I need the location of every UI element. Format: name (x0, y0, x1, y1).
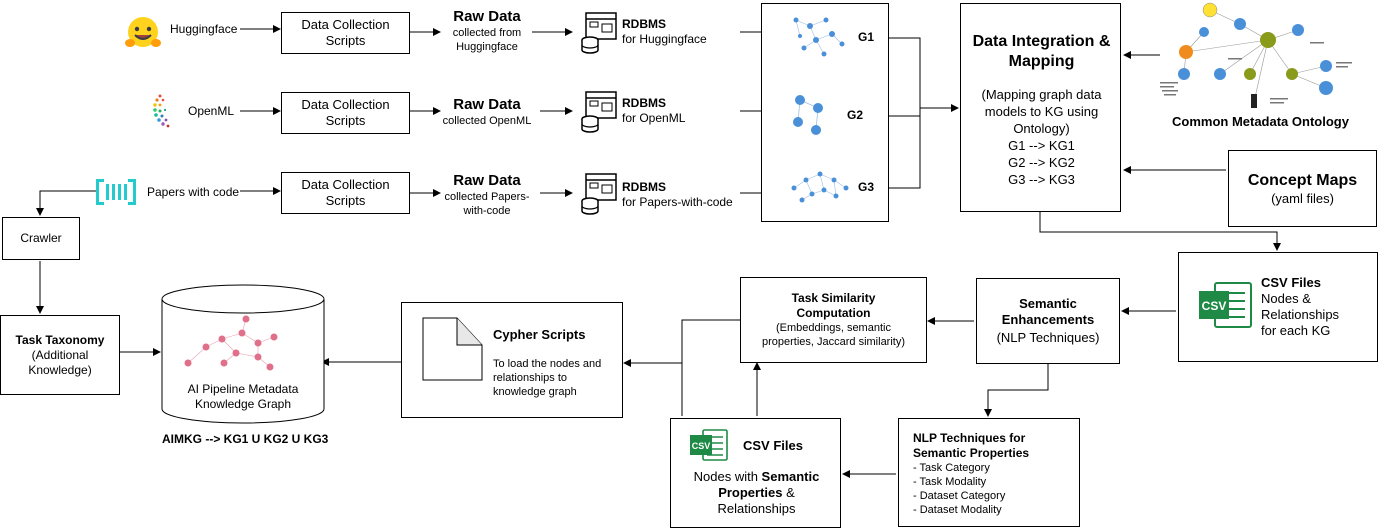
data-collection-scripts-2: Data Collection Scripts (281, 92, 410, 134)
csv-semantic-title: CSV Files (743, 438, 803, 453)
line-similarity-out (681, 319, 740, 416)
knowledge-graph-label: AI Pipeline Metadata Knowledge Graph (187, 382, 299, 411)
graphs-container (761, 3, 889, 222)
data-collection-scripts-3: Data Collection Scripts (281, 172, 410, 214)
cypher-scripts-box: Cypher Scripts To load the nodes and rel… (401, 302, 623, 418)
csv-semantic-box: CSV CSV Files Nodes with Semantic Proper… (670, 418, 841, 528)
concept-maps-box: Concept Maps (yaml files) (1228, 150, 1377, 227)
cypher-desc: To load the nodes and relationships to k… (493, 358, 602, 398)
line-g3-merge (880, 108, 921, 189)
graph-label-g1: G1 (858, 30, 875, 44)
graph-label-g3: G3 (858, 180, 875, 194)
rdbms-label-3: RDBMS for Papers-with-code (622, 180, 733, 209)
data-integration-details: (Mapping graph data models to KG using O… (981, 87, 1102, 187)
raw-data-3: Raw Data collected Papers- with-code (444, 172, 530, 217)
arrow-semantic-to-nlp (984, 364, 1049, 417)
source-label-openml: OpenML (188, 104, 235, 118)
aimkg-caption: AIMKG --> KG1 U KG2 U KG3 (162, 432, 329, 446)
source-label-pwc: Papers with code (147, 185, 240, 199)
task-similarity-box: Task Similarity Computation (Embeddings,… (740, 277, 927, 363)
raw-data-1: Raw Data collected from Huggingface (452, 8, 522, 53)
data-collection-scripts-1: Data Collection Scripts (281, 12, 410, 54)
raw-data-2: Raw Data collected OpenML (442, 96, 532, 127)
csv-files-text: CSV Files Nodes & Relationships for each… (1261, 275, 1340, 338)
svg-text:CSV: CSV (692, 441, 711, 451)
graph-g3-image (791, 171, 849, 203)
arrow-pwc-to-crawler (36, 190, 96, 216)
knowledge-graph-cylinder (161, 284, 325, 424)
csv-semantic-text: Nodes with Semantic Properties & Relatio… (693, 469, 820, 516)
graph-g2-image (793, 95, 823, 135)
papers-with-code-icon (96, 179, 136, 205)
svg-text:CSV: CSV (1202, 299, 1227, 313)
data-integration-title: Data Integration & Mapping (972, 33, 1111, 70)
rdbms-label-1: RDBMS for Huggingface (622, 17, 707, 46)
cypher-title: Cypher Scripts (493, 327, 586, 342)
data-integration-box: Data Integration & Mapping (Mapping grap… (960, 3, 1121, 212)
csv-semantic-icon: CSV (690, 429, 728, 461)
ontology-image (1160, 2, 1352, 108)
openml-icon (153, 94, 170, 128)
csv-files-box: CSV CSV Files Nodes & Relationships for … (1178, 252, 1378, 362)
rdbms-icon-1 (581, 12, 617, 54)
ontology-label: Common Metadata Ontology (1172, 114, 1349, 129)
nlp-techniques-box: NLP Techniques for Semantic Properties -… (898, 418, 1080, 527)
source-label-huggingface: Huggingface (170, 22, 238, 36)
csv-file-icon: CSV (1199, 282, 1252, 328)
document-icon (422, 317, 483, 381)
rdbms-icon-3 (581, 173, 617, 215)
task-taxonomy-box: Task Taxonomy (Additional Knowledge) (0, 315, 120, 395)
arrow-integration-to-csv (1039, 212, 1281, 251)
huggingface-icon (125, 17, 161, 47)
crawler-box: Crawler (2, 217, 80, 260)
rdbms-icon-2 (581, 91, 617, 133)
line-g1-merge (880, 37, 921, 108)
graph-label-g2: G2 (847, 108, 864, 122)
graph-g1-image (793, 17, 845, 57)
semantic-enhancements-box: Semantic Enhancements (NLP Techniques) (976, 278, 1120, 364)
rdbms-label-2: RDBMS for OpenML (622, 96, 686, 125)
